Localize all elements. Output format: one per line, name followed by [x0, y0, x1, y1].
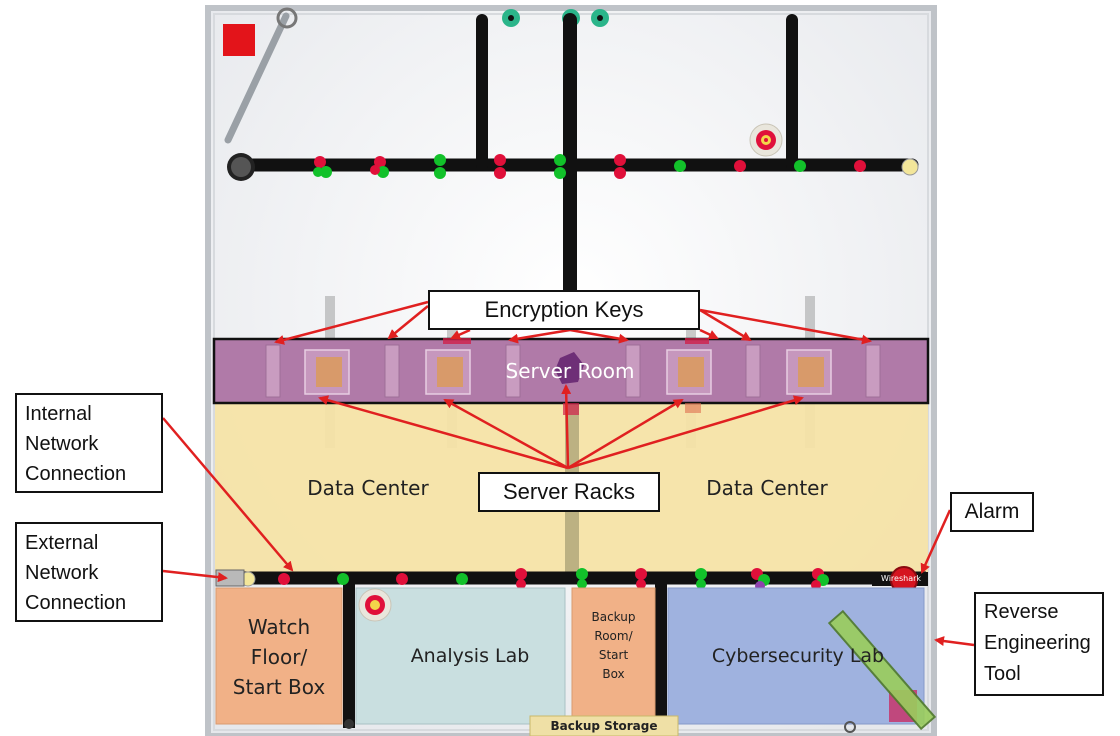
server-racks-callout: Server Racks — [478, 472, 660, 512]
analysis-lab-zone — [355, 587, 566, 725]
backup-storage-label: Backup Storage — [550, 719, 658, 733]
server-room-label: Server Room — [505, 359, 635, 383]
watch-floor-label: Watch Floor/ Start Box — [232, 615, 326, 699]
encryption-keys-callout: Encryption Keys — [428, 290, 700, 330]
external-network-callout: External Network Connection — [15, 522, 163, 622]
alarm-arrow — [920, 509, 952, 574]
reverse-engineering-arrow — [934, 636, 975, 647]
wireshark-label: Wireshark — [880, 574, 922, 583]
backup-storage-strip — [529, 715, 679, 736]
backup-room-label: Backup Room/ Start Box — [591, 610, 636, 681]
encryption-keys-arrows — [274, 300, 872, 345]
reverse-engineering-callout: Reverse Engineering Tool — [974, 592, 1104, 696]
red-marker — [223, 24, 255, 56]
network-nodes-top — [313, 154, 866, 179]
server-racks — [304, 349, 832, 395]
alarm-beacon-lab — [358, 588, 392, 622]
analysis-lab-label: Analysis Lab — [410, 645, 530, 667]
data-center-right-label: Data Center — [706, 476, 828, 500]
external-network-arrow — [162, 569, 228, 583]
alarm-callout: Alarm — [950, 492, 1034, 532]
cybersecurity-lab-label: Cybersecurity Lab — [711, 645, 885, 667]
alarm-beacon-top — [749, 123, 783, 157]
reverse-engineering-tool — [827, 609, 937, 731]
internal-network-arrow — [162, 417, 294, 572]
internal-network-callout: Internal Network Connection — [15, 393, 163, 493]
watch-floor-zone — [215, 587, 343, 725]
data-center-left-label: Data Center — [307, 476, 429, 500]
server-racks-arrows — [318, 384, 804, 470]
